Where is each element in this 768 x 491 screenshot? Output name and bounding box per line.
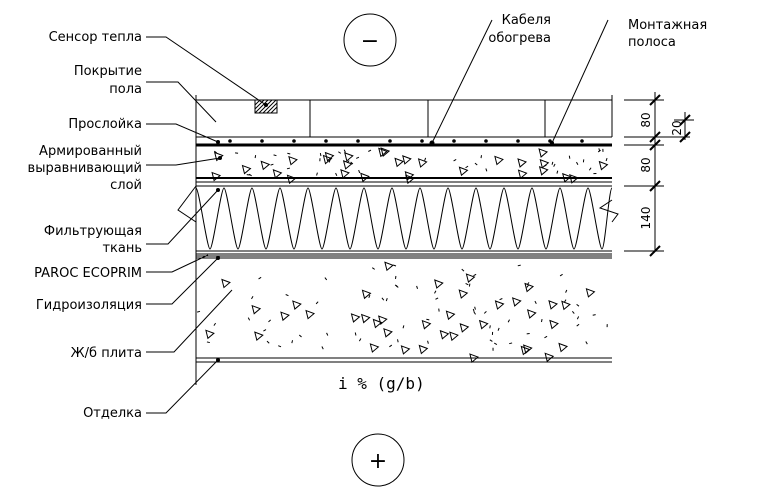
plus-sign: + xyxy=(369,449,387,474)
minus-sign: − xyxy=(361,29,379,54)
dim-top-small: 20 xyxy=(670,120,684,135)
label-paroc: PAROC ECOPRIM xyxy=(34,266,142,281)
concrete-slab-layer xyxy=(196,261,612,363)
dim-top-layer: 80 xyxy=(639,112,653,127)
warm-side-symbol: + xyxy=(351,433,405,487)
label-strip-line2: полоса xyxy=(628,35,676,50)
waterproofing-layer xyxy=(196,253,612,259)
label-interlayer: Прослойка xyxy=(68,117,142,132)
dim-insulation: 140 xyxy=(639,207,653,230)
label-screed-line2: выравнивающий xyxy=(28,161,142,176)
label-sensor: Сенсор тепла xyxy=(49,30,142,45)
interlayer-with-cables xyxy=(196,136,612,147)
label-slab: Ж/б плита xyxy=(71,346,142,361)
label-cables-line2: обогрева xyxy=(488,31,551,46)
label-filter-line2: ткань xyxy=(102,241,142,256)
cold-side-symbol: − xyxy=(343,13,397,67)
reinforced-screed-layer xyxy=(196,147,612,185)
label-waterproofing: Гидроизоляция xyxy=(36,298,142,313)
label-screed-line3: слой xyxy=(110,178,142,193)
left-wall-edge xyxy=(177,95,619,385)
leader-dots xyxy=(216,103,554,362)
leader-lines xyxy=(146,19,609,414)
label-floor-covering-line1: Покрытие xyxy=(74,64,142,79)
label-floor-covering-line2: пола xyxy=(109,82,142,97)
dim-screed: 80 xyxy=(639,157,653,172)
label-finish: Отделка xyxy=(83,406,142,421)
slope-label: i % (g/b) xyxy=(338,374,425,393)
label-strip-line1: Монтажная xyxy=(628,18,707,33)
label-screed-line1: Армированный xyxy=(39,144,142,159)
label-filter-line1: Фильтрующая xyxy=(44,224,142,239)
dimension-chain xyxy=(624,92,694,257)
insulation-layer xyxy=(195,185,613,252)
label-cables-line1: Кабеля xyxy=(502,13,551,28)
